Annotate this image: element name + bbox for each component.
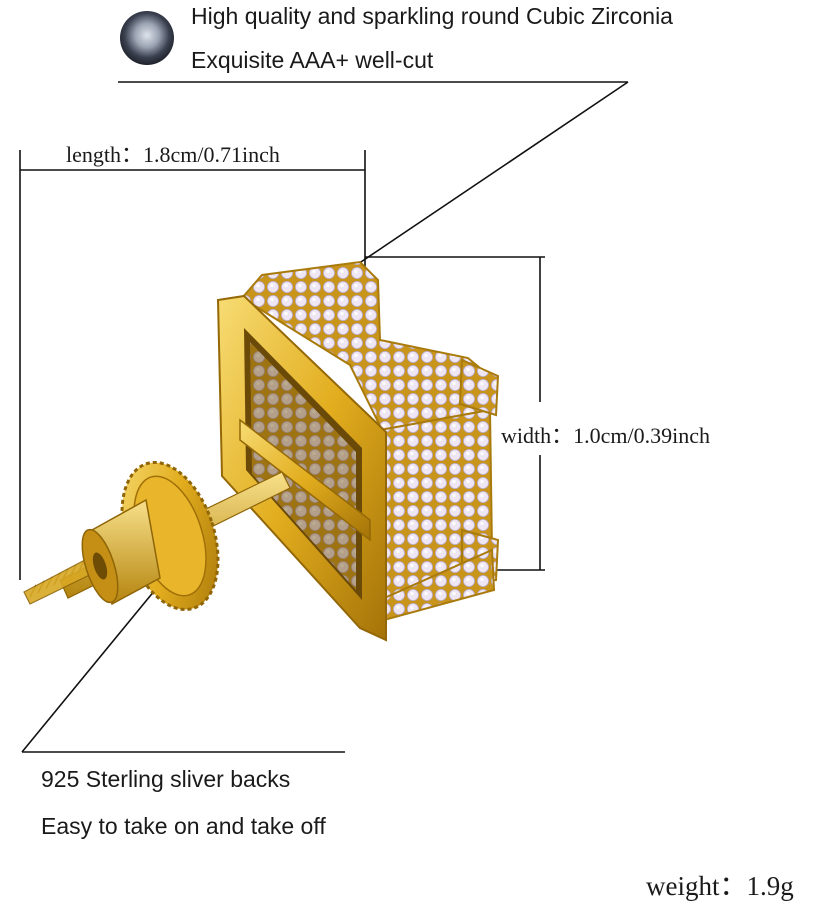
earring-stud <box>216 260 500 642</box>
weight-label: weight：1.9g <box>646 871 794 901</box>
width-dimension-lines <box>365 256 545 571</box>
length-dimension-lines <box>19 150 366 580</box>
zirconia-gem-thumbnail <box>120 11 174 65</box>
backs-callout-lines <box>21 589 345 753</box>
backs-text-material: 925 Sterling sliver backs <box>41 766 291 792</box>
feature-text-zirconia: High quality and sparkling round Cubic Z… <box>191 3 673 29</box>
length-dimension-label: length：1.8cm/0.71inch <box>66 142 280 167</box>
feature-text-cut: Exquisite AAA+ well-cut <box>191 47 434 73</box>
width-dimension-label: width：1.0cm/0.39inch <box>501 423 710 448</box>
screw-back <box>23 460 291 612</box>
backs-text-ease: Easy to take on and take off <box>41 813 326 839</box>
gem-callout-lines <box>118 81 629 281</box>
